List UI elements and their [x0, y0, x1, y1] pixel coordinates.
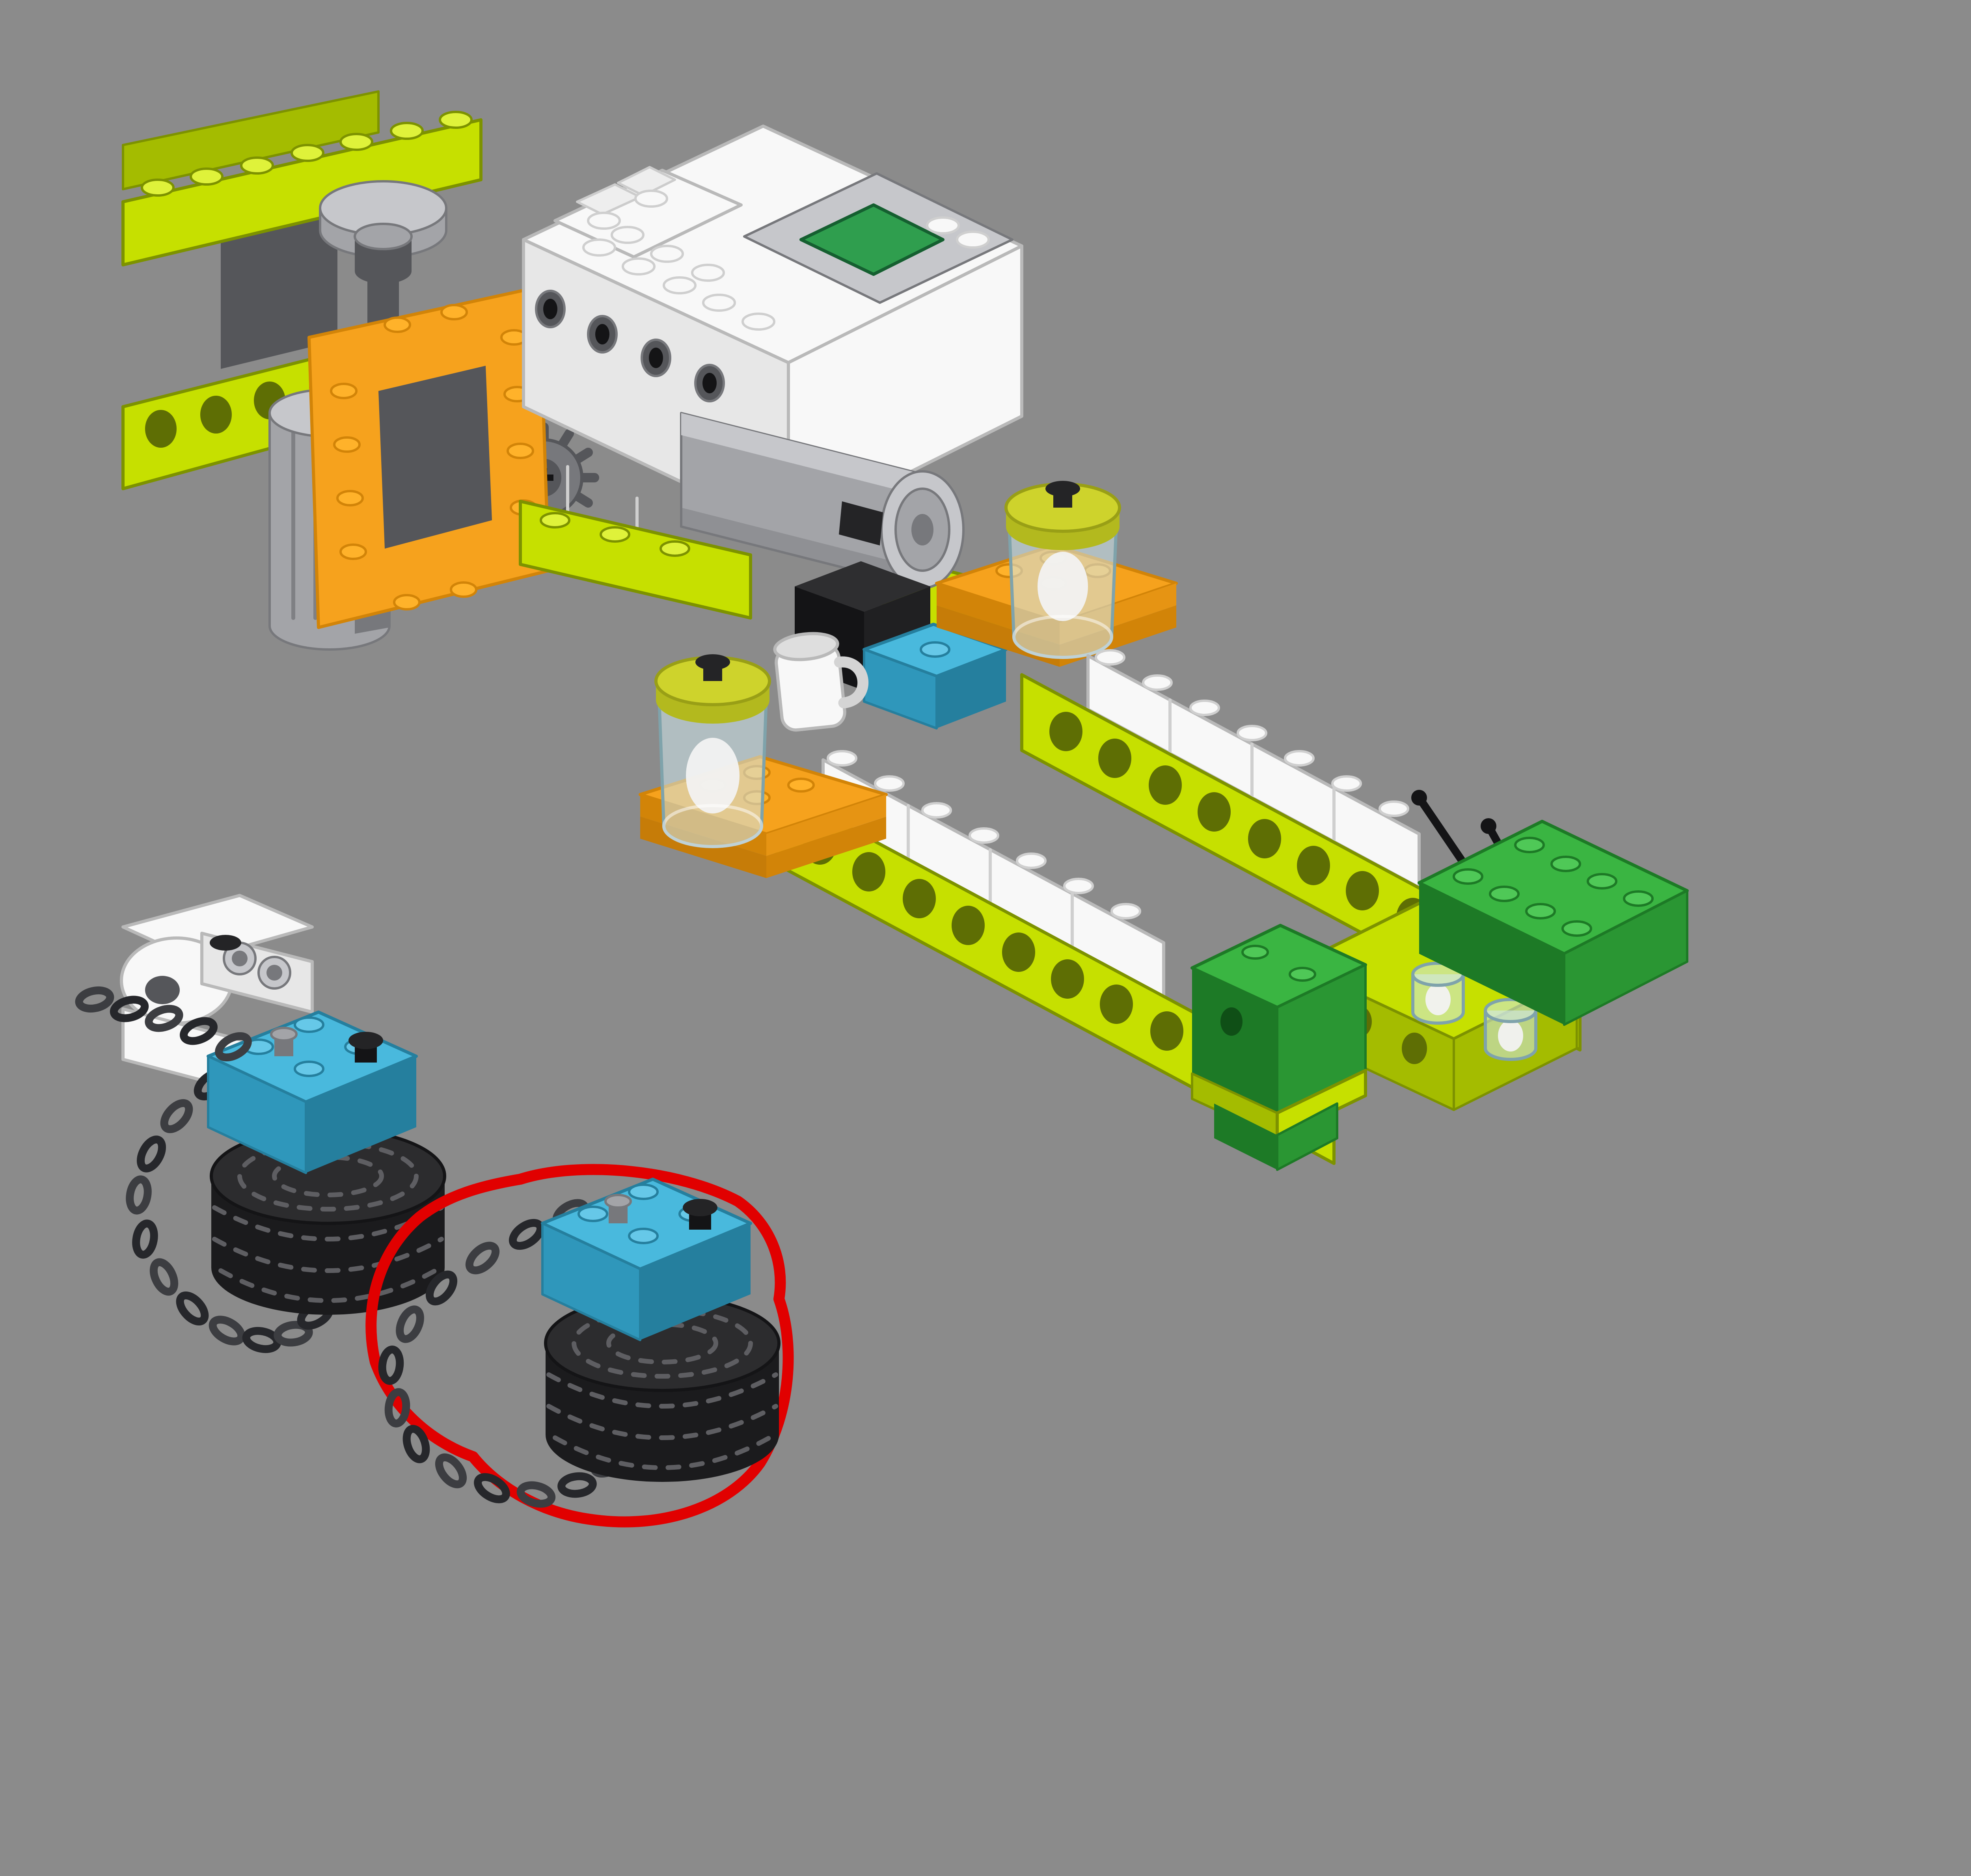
mug-white — [773, 632, 869, 732]
power-button — [799, 203, 945, 276]
highlight-outline — [365, 1164, 794, 1528]
turntable — [319, 180, 447, 328]
platform-end — [1190, 790, 1689, 1171]
winch-chain-1 — [75, 986, 446, 1353]
container-left — [654, 632, 869, 848]
smarthub — [522, 125, 1023, 544]
trans-round-brick — [1484, 998, 1537, 1061]
frame-plate-orange — [307, 285, 550, 629]
motor-badge — [839, 501, 883, 545]
trans-round-brick — [1411, 962, 1465, 1025]
container-right — [1004, 481, 1121, 659]
winch-chain-2-new — [365, 1164, 794, 1528]
